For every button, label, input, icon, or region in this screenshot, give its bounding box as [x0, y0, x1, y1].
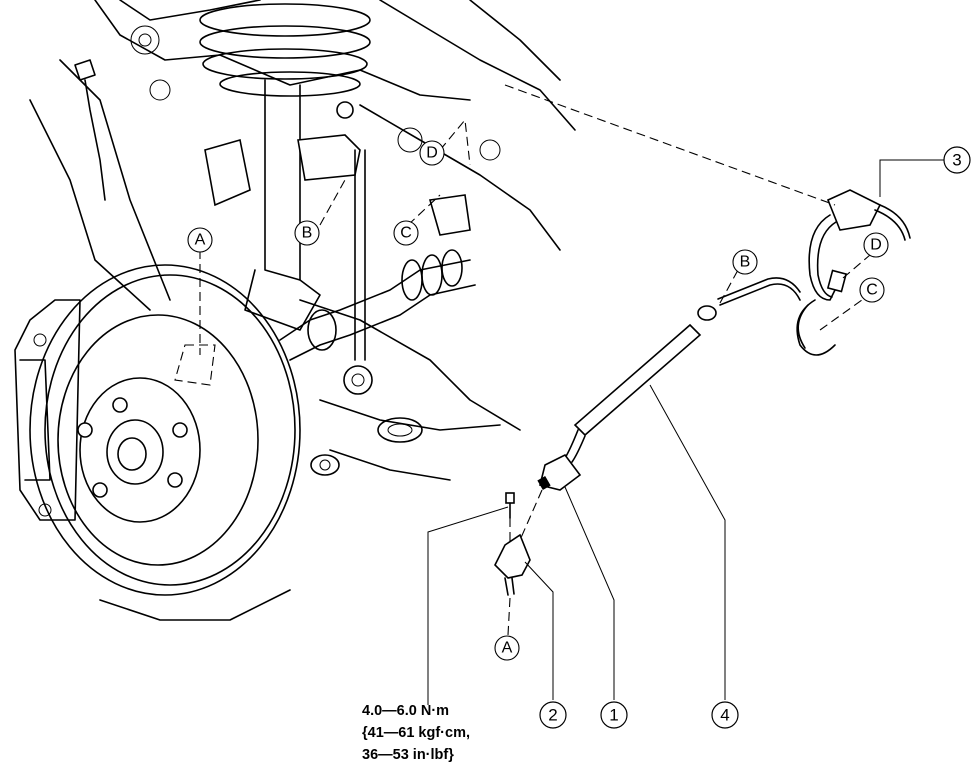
callout-1: 1 — [600, 701, 628, 729]
brake-disc-hub — [14, 264, 301, 621]
letter-c-lower: C — [859, 277, 885, 303]
sensor-harness — [537, 189, 911, 491]
leader-lines — [427, 159, 945, 705]
svg-text:2: 2 — [548, 706, 557, 725]
svg-text:C: C — [400, 225, 412, 242]
callout-2: 2 — [539, 701, 567, 729]
callout-4: 4 — [711, 701, 739, 729]
svg-text:C: C — [866, 282, 878, 299]
letter-a-lower: A — [494, 635, 520, 661]
svg-text:4: 4 — [720, 706, 729, 725]
svg-text:3: 3 — [952, 151, 961, 170]
svg-text:A: A — [502, 640, 513, 657]
dashed-guides — [174, 84, 871, 636]
letter-b-lower: B — [732, 249, 758, 275]
body-side-connector — [826, 189, 882, 231]
strut-spring — [199, 3, 373, 395]
abs-sensor — [494, 492, 531, 596]
clip-d — [826, 269, 848, 293]
torque-line-3: 36—53 in·lbf} — [362, 747, 454, 763]
callout-3: 3 — [943, 146, 971, 174]
svg-text:D: D — [426, 145, 438, 162]
svg-text:B: B — [740, 254, 751, 271]
svg-text:A: A — [195, 232, 206, 249]
protective-tube — [573, 323, 702, 437]
letter-b-upper: B — [294, 220, 320, 246]
letter-d-lower: D — [863, 232, 889, 258]
torque-spec: 4.0—6.0 N·m {41—61 kgf·cm, 36—53 in·lbf} — [362, 700, 470, 766]
torque-line-1: 4.0—6.0 N·m — [362, 703, 450, 719]
grommet-b — [697, 305, 717, 321]
svg-text:1: 1 — [609, 706, 618, 725]
drive-shaft — [279, 194, 476, 361]
letter-a-upper: A — [187, 227, 213, 253]
letter-d-upper: D — [419, 140, 445, 166]
body-structure — [29, 0, 576, 481]
letter-c-upper: C — [393, 220, 419, 246]
torque-line-2: {41—61 kgf·cm, — [362, 725, 470, 741]
svg-text:B: B — [302, 225, 313, 242]
svg-text:D: D — [870, 237, 882, 254]
